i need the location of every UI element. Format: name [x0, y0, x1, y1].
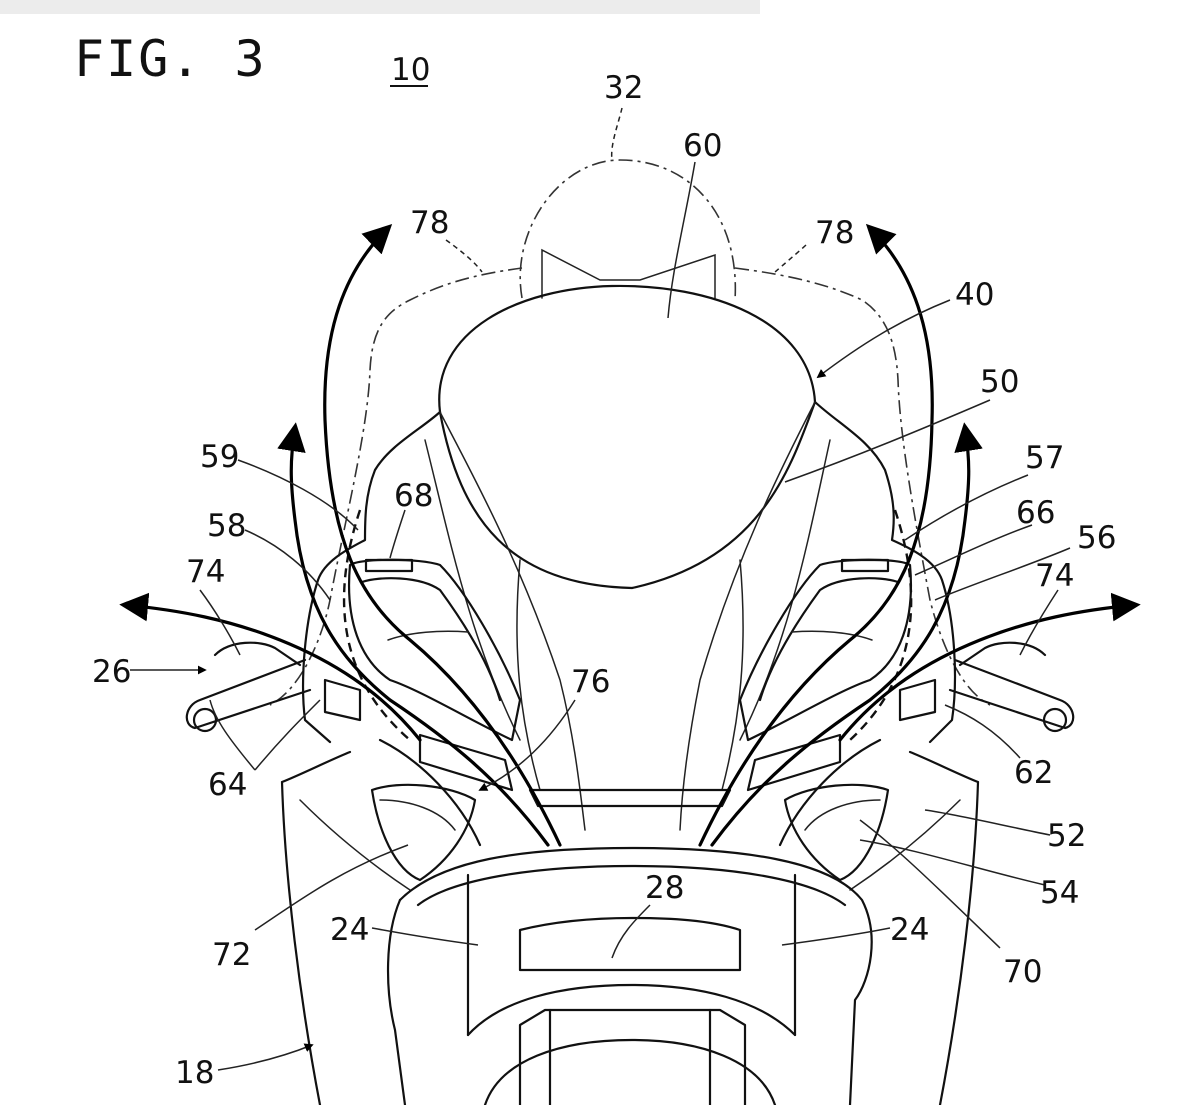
cowl-center-line-left: [439, 411, 586, 831]
label-58: 58: [207, 508, 246, 544]
rider-phantom-outline: [269, 159, 991, 706]
air-passage-left: [342, 509, 411, 741]
label-18: 18: [175, 1055, 214, 1091]
cowl-center-line-right: [679, 401, 816, 831]
airflow-arrow-center-left: [378, 738, 482, 847]
cowl-inner-line-right: [721, 559, 744, 791]
label-78-left: 78: [410, 205, 449, 241]
label-74-right: 74: [1035, 558, 1074, 594]
cowl-crease-right: [739, 439, 831, 741]
scan-top-band: [0, 0, 760, 14]
air-passage-right: [849, 509, 913, 741]
label-28: 28: [645, 870, 684, 906]
label-40: 40: [955, 277, 994, 313]
lamp-left: [370, 783, 477, 882]
label-60: 60: [683, 128, 722, 164]
airflow-arrow-right-side: [838, 592, 1141, 742]
airflow-arrow-right-inner: [710, 422, 983, 847]
airflow-arrow-left-upper: [323, 223, 562, 847]
assembly-reference: 10: [391, 52, 430, 88]
leader-lines: [130, 107, 1071, 1071]
windshield-outline: [438, 284, 817, 590]
airflow-arrow-left-side: [119, 592, 422, 742]
handlebar-left: [185, 641, 312, 733]
airflow-arrow-left-inner: [277, 422, 550, 847]
label-59: 59: [200, 439, 239, 475]
label-70: 70: [1003, 954, 1042, 990]
label-52: 52: [1047, 818, 1086, 854]
label-26: 26: [92, 654, 131, 690]
label-78-right: 78: [815, 215, 854, 251]
label-24-right: 24: [890, 912, 929, 948]
label-57: 57: [1025, 440, 1064, 476]
label-54: 54: [1040, 875, 1079, 911]
left-air-duct: [323, 558, 522, 792]
front-cowl-outline: [301, 400, 957, 744]
right-air-duct: [738, 558, 937, 792]
label-32: 32: [604, 70, 643, 106]
airflow-arrow-right-upper: [698, 223, 934, 847]
label-76: 76: [571, 664, 610, 700]
label-64: 64: [208, 767, 247, 803]
airflow-arrow-center-right: [778, 738, 882, 847]
label-72: 72: [212, 937, 251, 973]
front-body-crease-left: [299, 799, 411, 891]
handlebar-right: [948, 641, 1075, 733]
label-68: 68: [394, 478, 433, 514]
label-66: 66: [1016, 495, 1055, 531]
label-50: 50: [980, 364, 1019, 400]
label-62: 62: [1014, 755, 1053, 791]
lamp-right: [783, 783, 890, 882]
cowl-inner-line-left: [516, 559, 541, 791]
cowl-crease-left: [424, 439, 521, 741]
front-body-outline: [280, 750, 980, 1105]
figure-title: FIG. 3: [74, 30, 267, 88]
front-fender: [386, 846, 873, 1105]
label-74-left: 74: [186, 554, 225, 590]
label-56: 56: [1077, 520, 1116, 556]
label-24-left: 24: [330, 912, 369, 948]
headlight-bar: [528, 788, 732, 808]
